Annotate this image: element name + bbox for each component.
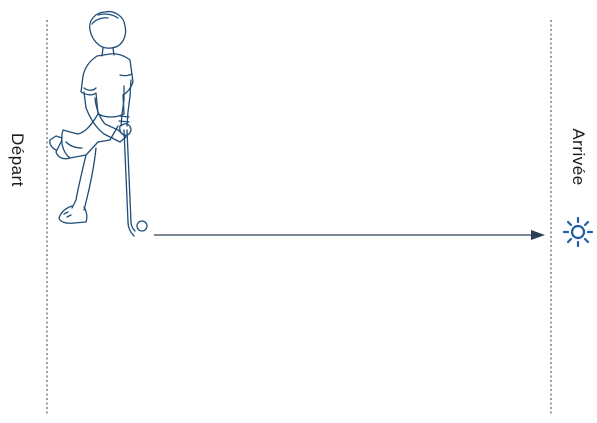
path-arrow-head (531, 230, 545, 240)
start-label: Départ (7, 133, 27, 187)
finish-label: Arrivée (568, 128, 588, 185)
ball-icon (137, 221, 147, 231)
field-hockey-player-icon (50, 12, 135, 236)
sun-target-icon (564, 218, 592, 246)
